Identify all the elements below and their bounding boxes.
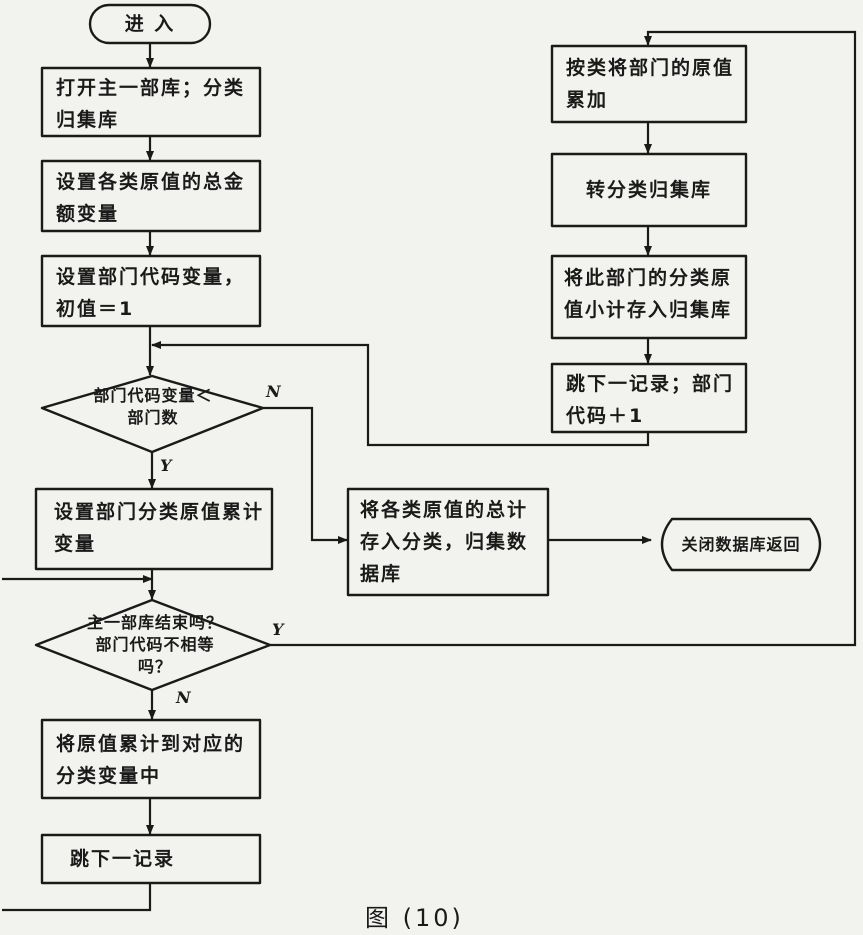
to-db-label: 转分类归集库 (585, 179, 712, 201)
skip-record-label: 跳下一记录 (70, 848, 176, 870)
arrow-endcheck-yes (270, 30, 857, 647)
skip-next-dept-label: 跳下一记录；部门代码＋1 (566, 373, 735, 427)
add-dept-label: 按类将部门的原值累加 (566, 57, 735, 111)
set-dept-code-label: 设置部门代码变量，初值＝1 (56, 266, 246, 320)
loop-skipdept-to-check (151, 341, 650, 447)
figure-caption: 图 (10) (365, 904, 464, 932)
accumulate-label: 将原值累计到对应的分类变量中 (56, 733, 246, 787)
set-totals-label: 设置各类原值的总金额变量 (56, 171, 246, 225)
set-dept-accum-label: 设置部门分类原值累计变量 (54, 501, 265, 555)
close-db-terminal (660, 517, 822, 572)
loop-skip-to-endcheck (2, 883, 152, 912)
dept-check-no-label: N (266, 382, 281, 401)
end-check-label: 主一部库结束吗？部门代码不相等吗？ (86, 613, 223, 676)
end-check-no-label: N (176, 688, 191, 707)
open-db-label: 打开主一部库；分类归集库 (56, 77, 246, 131)
close-db-label: 关闭数据库返回 (681, 535, 801, 554)
arrow-check-no (263, 406, 348, 544)
start-label: 进 入 (124, 13, 176, 35)
dept-check-label: 部门代码变量＜部门数 (93, 386, 213, 427)
store-totals-label: 将各类原值的总计存入分类，归集数据库 (360, 499, 529, 585)
store-subtotal-label: 将此部门的分类原值小计存入归集库 (564, 267, 733, 321)
dept-check-yes-label: Y (160, 456, 172, 475)
end-check-yes-label: Y (272, 620, 284, 639)
set-dept-accum-box (34, 487, 274, 571)
store-totals-box (346, 487, 550, 597)
